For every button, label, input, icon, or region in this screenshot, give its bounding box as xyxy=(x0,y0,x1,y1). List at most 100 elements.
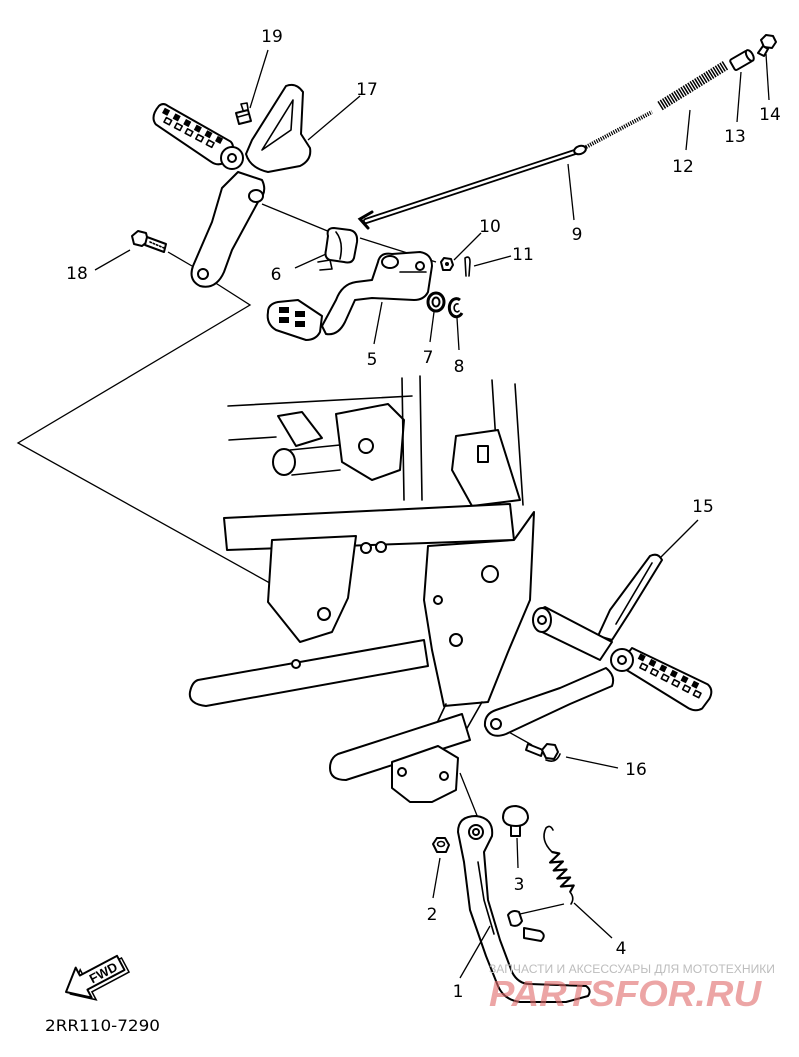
leader-19 xyxy=(249,49,269,109)
sidestand-stop-pin xyxy=(523,927,545,942)
callout-12: 12 xyxy=(672,157,694,177)
left-footpeg-tread xyxy=(162,107,224,144)
leader-17 xyxy=(307,95,361,141)
spring-bottom-hook xyxy=(569,891,574,905)
adjuster-12 xyxy=(657,60,729,111)
adjuster-thread xyxy=(657,60,729,111)
frame-bottom-tube-hole xyxy=(291,659,301,669)
leader-11 xyxy=(473,255,512,267)
leader-15 xyxy=(659,519,699,559)
leader-9 xyxy=(567,163,575,221)
sidestand-leg xyxy=(457,815,591,1003)
right-footrest-15 xyxy=(483,553,713,737)
circlip-ring xyxy=(447,297,464,319)
bolt-3 xyxy=(502,805,529,837)
bracket-pivot-shaft xyxy=(248,189,264,203)
leader-10 xyxy=(453,232,482,261)
watermark-tagline: ЗАПЧАСТИ И АКСЕССУАРЫ ДЛЯ МОТОТЕХНИКИ xyxy=(489,964,775,976)
right-footpeg-pivot-pin xyxy=(617,655,627,665)
footpeg-pivot-pin xyxy=(227,153,237,163)
rod-hook xyxy=(357,210,374,230)
frame-sidestand-bracket-hole xyxy=(397,767,407,777)
frame-left-plate-hole xyxy=(317,607,331,621)
leader-13 xyxy=(736,71,742,123)
right-bracket-blade xyxy=(597,553,663,641)
frame-sidestand-bracket-hole xyxy=(439,771,449,781)
sidestand-pivot-hole xyxy=(472,828,480,836)
frame-mount-hole xyxy=(433,595,443,605)
frame-bolt-boss xyxy=(375,541,387,553)
frame-upper-plate-hole xyxy=(358,438,374,454)
bushing-edge xyxy=(335,231,343,260)
bolt-16-shaft xyxy=(525,743,544,757)
sidestand-1 xyxy=(457,815,591,1003)
nut-2-body xyxy=(432,837,450,853)
leader-5 xyxy=(373,301,383,345)
callout-numbers: 19 17 14 13 12 9 10 11 18 6 5 7 8 15 16 … xyxy=(66,27,781,1002)
guide-line-bracket-to-stand xyxy=(459,772,479,819)
fwd-arrow: FWD xyxy=(65,954,131,1001)
pedal-link-hole xyxy=(415,261,425,271)
frame-right-mount-plate xyxy=(423,511,535,707)
nut-10 xyxy=(440,257,454,271)
callout-16: 16 xyxy=(625,760,647,780)
right-footpeg-tread xyxy=(637,653,700,689)
bolt-16-flange xyxy=(545,753,561,762)
diagram-code: 2RR110-7290 xyxy=(45,1016,160,1035)
callout-10: 10 xyxy=(479,217,501,237)
nut-10-bore xyxy=(445,262,449,266)
rod-collar xyxy=(573,144,587,156)
callout-8: 8 xyxy=(454,357,465,377)
callout-13: 13 xyxy=(724,127,746,147)
leader-4 xyxy=(573,902,613,939)
guide-line-footrest-to-frame xyxy=(16,281,323,613)
sidestand-spring-pin xyxy=(507,910,523,927)
spring-top-hook xyxy=(543,825,554,853)
rod-thread xyxy=(585,110,653,149)
callout-3: 3 xyxy=(514,875,525,895)
frame-vertical-tube xyxy=(401,375,423,501)
bushing-tab xyxy=(317,259,333,271)
leader-16 xyxy=(565,756,619,769)
pedal-boss xyxy=(381,255,399,269)
pedal-pad xyxy=(266,299,323,341)
leader-7 xyxy=(429,311,435,343)
leader-14 xyxy=(765,53,770,101)
leader-6 xyxy=(294,253,327,269)
frame-mount-hole xyxy=(481,565,499,583)
bolt-14-shaft xyxy=(757,45,769,57)
sidestand-edge xyxy=(477,861,495,935)
leader-1 xyxy=(459,925,491,979)
leader-12 xyxy=(685,109,691,151)
frame-cross-tube xyxy=(289,444,341,476)
callout-2: 2 xyxy=(427,905,438,925)
pedal-pad-tread xyxy=(279,307,305,327)
leader-8 xyxy=(456,317,460,351)
bracket-window xyxy=(261,99,294,151)
pedal-5 xyxy=(266,251,433,341)
frame xyxy=(188,375,535,803)
callout-18: 18 xyxy=(66,264,88,284)
callout-1: 1 xyxy=(453,982,464,1002)
washer-inner xyxy=(431,296,441,308)
cotter-pin-11 xyxy=(464,256,471,277)
bolt-14 xyxy=(757,34,777,57)
left-footpeg-tread-row xyxy=(163,116,215,149)
bracket-upper-plate xyxy=(245,83,312,173)
callout-14: 14 xyxy=(759,105,781,125)
nut-2-bore xyxy=(436,840,446,848)
spring-coil xyxy=(548,850,575,893)
bracket-lower-arm xyxy=(190,171,266,288)
collar-13 xyxy=(729,49,755,71)
frame-right-gusset xyxy=(451,429,521,507)
right-bracket-mount-hole xyxy=(490,718,502,730)
frame-right-gusset-tab xyxy=(477,445,489,463)
callout-7: 7 xyxy=(423,348,434,368)
bolt-16 xyxy=(525,743,561,762)
circlip-inner xyxy=(453,303,460,313)
callout-19: 19 xyxy=(261,27,283,47)
frame-tube-end xyxy=(272,448,296,476)
frame-left-lower-plate xyxy=(267,535,357,643)
leader-18 xyxy=(94,249,131,271)
cotter-pin-body xyxy=(464,256,471,277)
